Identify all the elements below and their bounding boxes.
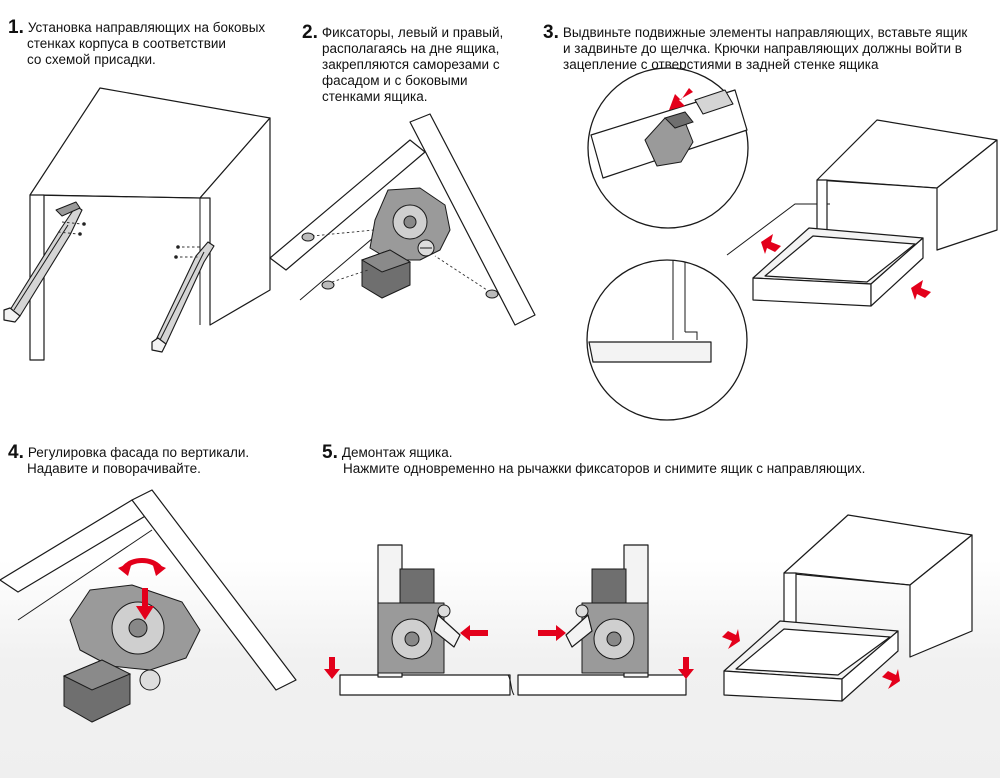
step-5-line-1: Демонтаж ящика. [341,445,453,460]
step-1-screws [57,221,200,259]
step-5-arrow-down-left [324,657,340,679]
step-3-arrow-right [911,280,931,300]
step-2-line-4: фасадом и с боковыми [322,73,468,88]
step-4-text: 4.Регулировка фасада по вертикали. Надав… [8,442,250,477]
step-3-line-3: зацепление с отверстиями в задней стенке… [563,57,879,72]
right-locking-device [565,544,649,678]
drawer-side-edge [409,113,536,326]
step-5-arrow-pull-right [882,669,900,689]
step-5-arrow-press-right [538,625,566,641]
step-3-drawer [752,227,924,307]
step-3-text: 3.Выдвиньте подвижные элементы направляю… [543,22,968,73]
step-3-line-2: и задвиньте до щелчка. Крючки направляющ… [563,41,962,56]
step-5-removal-illustration [324,514,973,702]
step-5-arrow-down-right [678,657,694,679]
drawer-bottom-bar [339,674,687,696]
step-2-line-1: Фиксаторы, левый и правый, [321,25,504,40]
step-5-number: 5. [322,442,338,463]
step-2-line-3: закрепляются саморезами с [322,57,500,72]
step-2-locking-device-illustration [269,113,536,326]
step-1-line-1: Установка направляющих на боковых [27,20,266,35]
step-4-adjustment-illustration [0,489,297,723]
step-4-line-2: Надавите и поворачивайте. [27,461,201,476]
left-runner [3,201,83,323]
step-1-text: 1.Установка направляющих на боковых стен… [8,17,266,68]
step-3-detail-circle-top [587,67,749,229]
step-1-cabinet-illustration [3,87,271,361]
step-4-number: 4. [8,442,24,463]
step-2-number: 2. [302,22,318,43]
step-3-arrow-left [761,234,781,254]
step-2-screws [301,229,499,299]
step-3-cabinet [816,119,998,251]
step-3-line-1: Выдвиньте подвижные элементы направляющи… [562,25,968,40]
drawer-front-panel-edge [0,499,153,593]
step-3-number: 3. [543,22,559,43]
step-5-line-2: Нажмите одновременно на рычажки фиксатор… [343,461,866,476]
step-5-arrow-pull-left [722,629,740,649]
left-locking-device [377,544,461,678]
step-2-line-5: стенками ящика. [322,89,428,104]
step-1-line-3: со схемой присадки. [27,52,156,67]
right-runner [151,241,215,353]
step-3-detail-circle-bottom [586,259,748,421]
step-5-text: 5.Демонтаж ящика. Нажмите одновременно н… [322,442,866,477]
adjustment-mechanism [62,584,201,723]
step-2-line-2: располагаясь на дне ящика, [322,41,500,56]
step-5-drawer [723,620,899,702]
step-2-text: 2.Фиксаторы, левый и правый, располагаяс… [302,22,504,105]
step-4-line-1: Регулировка фасада по вертикали. [27,445,250,460]
step-3-insert-drawer-illustration [586,67,998,421]
locking-device [360,187,451,299]
press-arrow [142,588,148,608]
step-1-line-2: стенках корпуса в соответствии [27,36,226,51]
step-3-arrow-detail [669,88,693,110]
step-1-number: 1. [8,17,24,38]
step-5-arrow-press-left [460,625,488,641]
